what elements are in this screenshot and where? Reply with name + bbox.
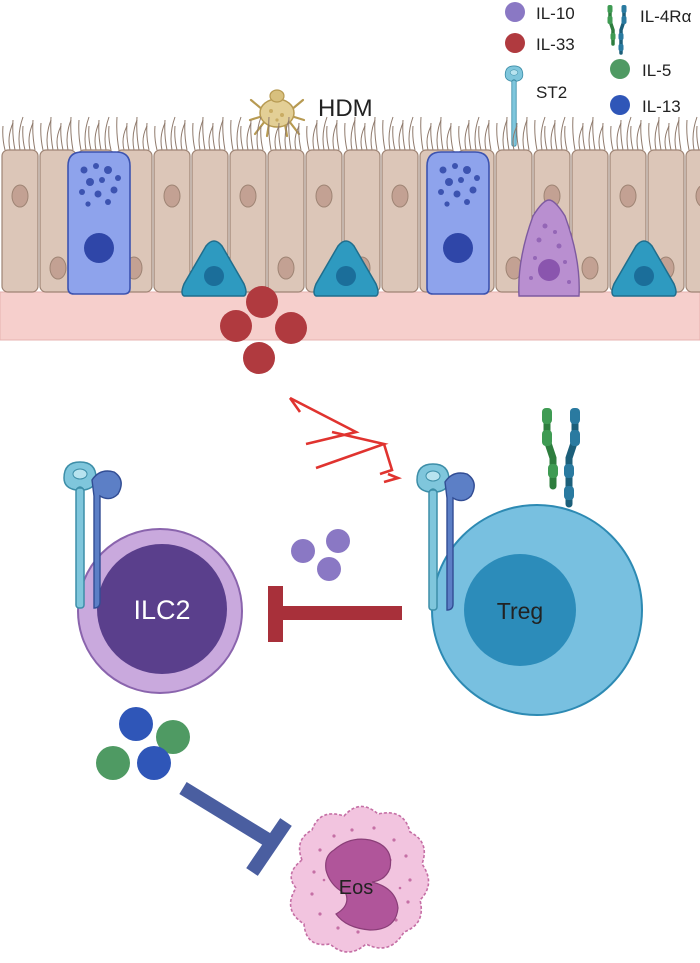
hdm-stimulus: HDM [248, 89, 373, 138]
legend-label-il10: IL-10 [536, 4, 575, 23]
legend-item-il33: IL-33 [505, 33, 575, 54]
ilc2-cell: ILC2 [63, 461, 243, 694]
airway-epithelium [0, 116, 700, 341]
basement-membrane [0, 291, 700, 341]
eosinophil-cell: Eos [289, 805, 430, 953]
il13-molecule [119, 707, 153, 741]
il33-molecule [246, 286, 278, 318]
columnar-cell [153, 149, 191, 293]
legend: IL-10 IL-33 ST2 IL-4Rα IL-5 IL-13 [504, 2, 692, 147]
ilc2-nucleus [97, 544, 227, 674]
legend-item-il4ra: IL-4Rα [605, 3, 692, 55]
columnar-cell [381, 149, 419, 293]
columnar-cell [685, 149, 700, 293]
il10-icon [505, 2, 525, 22]
basal-cell [313, 240, 379, 297]
columnar-cell [571, 149, 609, 293]
cilia [2, 116, 700, 151]
inhibition-bar-treg-ilc2 [268, 586, 402, 642]
goblet-cell [67, 151, 131, 295]
legend-label-il13: IL-13 [642, 97, 681, 116]
goblet-cell [426, 151, 490, 295]
il10-molecule [326, 529, 350, 553]
il33-molecule [220, 310, 252, 342]
il5-molecule [156, 720, 190, 754]
il33-cluster [220, 286, 307, 374]
cell-nucleus [695, 185, 700, 207]
treg-label: Treg [497, 598, 543, 624]
legend-item-il5: IL-5 [610, 59, 671, 80]
legend-item-il13: IL-13 [610, 95, 681, 116]
il10-molecule [317, 557, 341, 581]
il33-icon [505, 33, 525, 53]
il33-molecule [243, 342, 275, 374]
il10-cluster [291, 529, 350, 581]
il5-molecule [96, 746, 130, 780]
cell-nucleus [11, 184, 29, 208]
il33-molecule [275, 312, 307, 344]
il4ra-receptor-icon [605, 3, 629, 55]
inhibition-bar-ilc2-eos [179, 782, 292, 876]
bidirectional-arrow [288, 396, 403, 484]
il10-molecule [291, 539, 315, 563]
columnar-cell [267, 149, 305, 293]
il13-icon [610, 95, 630, 115]
il4ra-receptor-icon [542, 408, 580, 504]
basal-cell [611, 240, 677, 297]
tuft-cell [518, 199, 580, 297]
legend-label-st2: ST2 [536, 83, 567, 102]
treg-cell: Treg [416, 408, 643, 716]
cell-nucleus [315, 184, 333, 208]
il5-icon [610, 59, 630, 79]
ilc2-label: ILC2 [133, 595, 190, 625]
basal-cell [181, 240, 247, 297]
st2-coreceptor [91, 470, 122, 609]
cell-nucleus [163, 184, 181, 208]
columnar-cell [229, 149, 267, 293]
eos-label: Eos [339, 877, 373, 899]
st2-coreceptor [444, 472, 475, 611]
cell-nucleus [277, 256, 295, 280]
eos-nucleus [325, 838, 399, 931]
treg-nucleus [464, 554, 576, 666]
cell-nucleus [619, 184, 637, 208]
legend-label-il33: IL-33 [536, 35, 575, 54]
legend-item-il10: IL-10 [505, 2, 575, 23]
legend-item-st2: ST2 [504, 65, 567, 147]
cell-nucleus [239, 184, 257, 208]
cell-nucleus [49, 256, 67, 280]
cell-nucleus [391, 184, 409, 208]
cell-nucleus [581, 256, 599, 280]
il13-molecule [137, 746, 171, 780]
legend-label-il4ra: IL-4Rα [640, 7, 692, 26]
columnar-cell [1, 149, 39, 293]
legend-label-il5: IL-5 [642, 61, 671, 80]
ilc2-cytokine-cluster [96, 707, 190, 780]
